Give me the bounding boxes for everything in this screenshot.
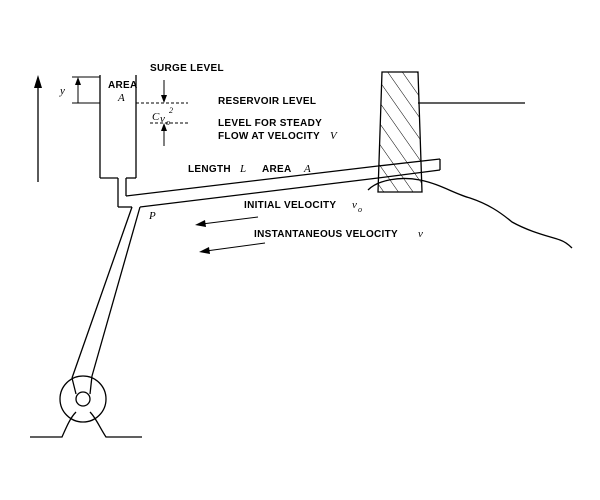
tank-area-symbol: A	[117, 92, 125, 104]
point-P-symbol: P	[148, 210, 156, 222]
cvo2-dimension-arrows	[161, 80, 167, 146]
length-label: LENGTH	[188, 164, 231, 175]
exponent-2: 2	[169, 106, 173, 115]
penstock	[71, 206, 141, 379]
instantaneous-velocity-arrow	[199, 242, 266, 254]
steady-level-label-line1: LEVEL FOR STEADY	[218, 118, 322, 129]
initial-velocity-o-sub: o	[358, 205, 362, 214]
terrain	[367, 177, 573, 249]
instantaneous-velocity-label: INSTANTANEOUS VELOCITY	[254, 229, 398, 240]
velocity-V-symbol: V	[330, 130, 338, 142]
surge-tank	[99, 75, 137, 207]
pipe-area-label: AREA	[262, 164, 292, 175]
dam	[377, 71, 525, 193]
y-dimension	[72, 76, 100, 104]
vo-sub-symbol: o	[166, 118, 170, 127]
tank-area-label: AREA	[108, 80, 138, 91]
level-lines	[136, 102, 188, 124]
steady-level-label-line2: FLOW AT VELOCITY	[218, 131, 320, 142]
surge-level-label: SURGE LEVEL	[150, 63, 224, 74]
initial-velocity-v-symbol: v	[352, 199, 357, 211]
initial-velocity-arrow	[195, 216, 259, 227]
y-symbol: y	[59, 85, 65, 97]
vo-main-symbol: v	[160, 113, 165, 125]
pipe-area-symbol: A	[303, 163, 311, 175]
length-L-symbol: L	[239, 163, 246, 175]
turbine	[30, 375, 142, 438]
initial-velocity-label: INITIAL VELOCITY	[244, 200, 336, 211]
vertical-up-arrow	[34, 75, 42, 182]
instantaneous-velocity-v-symbol: v	[418, 228, 423, 240]
reservoir-level-label: RESERVOIR LEVEL	[218, 96, 316, 107]
c-symbol: C	[152, 111, 160, 123]
